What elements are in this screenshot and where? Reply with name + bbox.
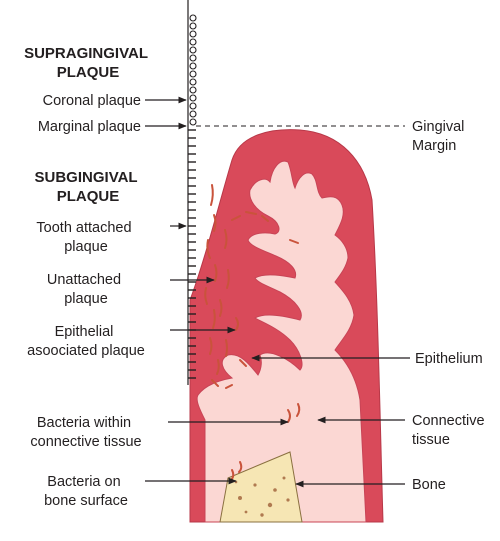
label-connective-tissue: Connective tissue xyxy=(412,413,489,448)
label-marginal-plaque: Marginal plaque xyxy=(38,119,141,135)
heading-subgingival: SUBGINGIVAL PLAQUE xyxy=(35,169,142,205)
label-coronal-plaque: Coronal plaque xyxy=(43,93,141,109)
label-tooth-attached-plaque: Tooth attached plaque xyxy=(36,220,135,255)
label-gingival-margin: Gingival Margin xyxy=(412,119,468,154)
bone xyxy=(219,451,303,523)
bacteria-strands xyxy=(204,184,301,481)
label-arrows xyxy=(145,96,410,488)
label-epithelial-associated-plaque: Epithelial asoociated plaque xyxy=(27,324,145,359)
label-bone: Bone xyxy=(412,477,446,493)
label-bacteria-within-connective-tissue: Bacteria within connective tissue xyxy=(30,415,141,450)
heading-supragingival: SUPRAGINGIVAL PLAQUE xyxy=(24,45,152,81)
label-epithelium: Epithelium xyxy=(415,351,483,367)
label-unattached-plaque: Unattached plaque xyxy=(47,272,125,307)
connective-tissue-core xyxy=(196,160,367,523)
label-bacteria-on-bone-surface: Bacteria on bone surface xyxy=(44,474,128,509)
supragingival-circles xyxy=(189,14,197,126)
